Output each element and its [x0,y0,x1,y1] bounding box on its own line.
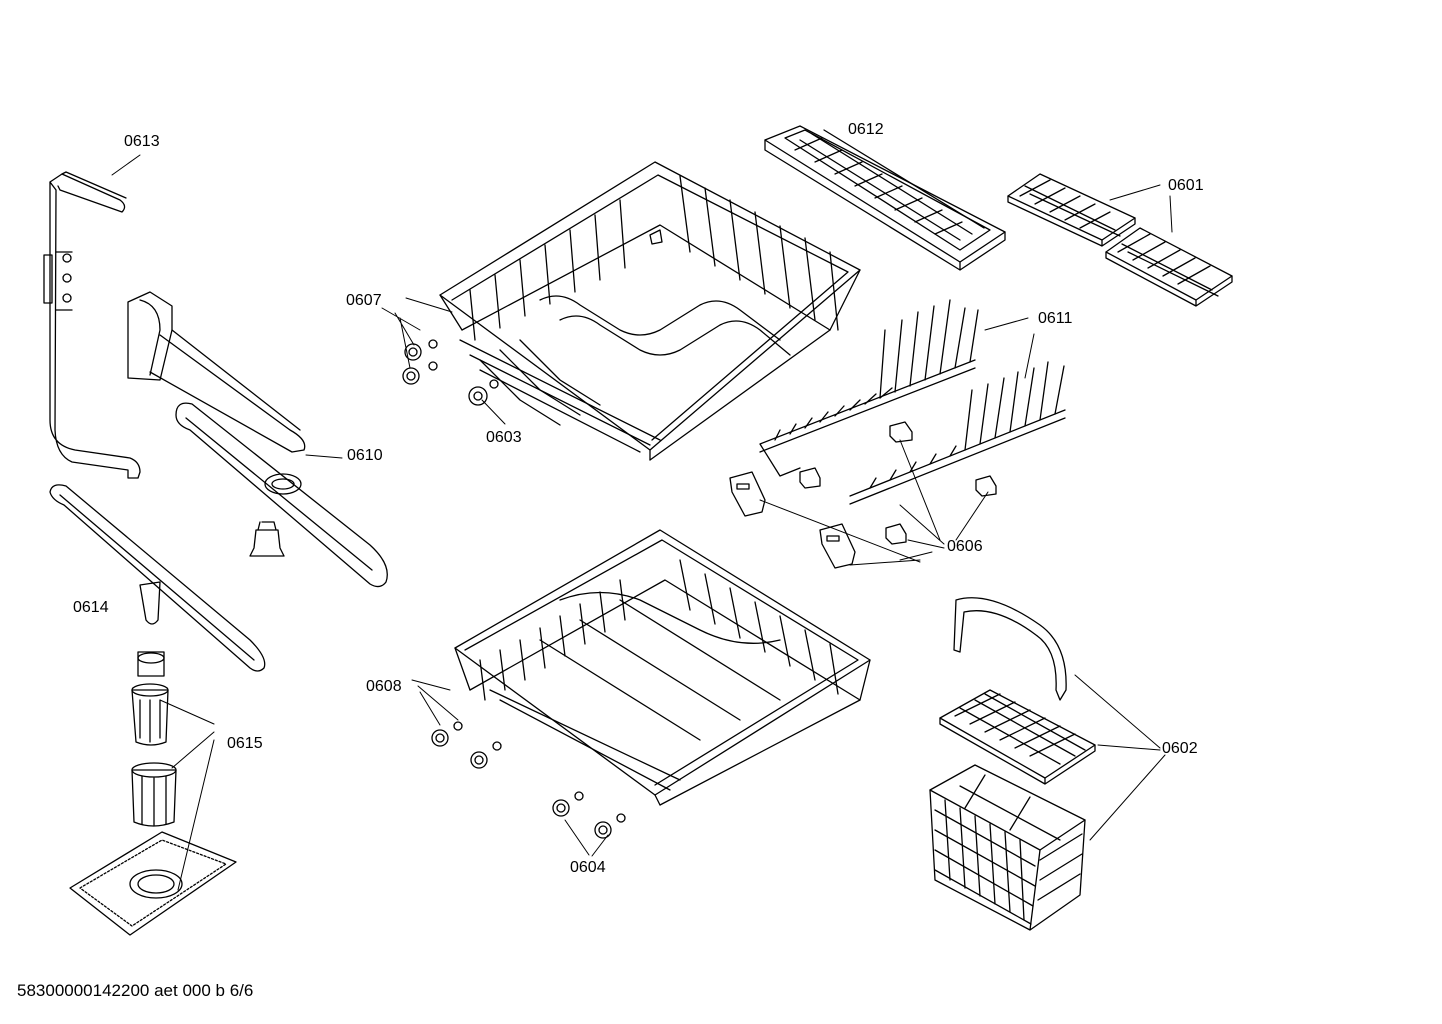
part-0614-lower-spray-arm [49,484,266,672]
part-0613-supply-pipe [43,171,141,479]
callout-0601: 0601 [1168,177,1204,194]
part-0611-folding-racks [729,299,1066,569]
callout-0612: 0612 [848,121,884,138]
callout-0608: 0608 [366,678,402,695]
callout-0602: 0602 [1162,740,1198,757]
part-0612-cutlery-tray [764,125,1006,271]
drawing-code: 58300000142200 aet 000 b 6/6 [17,981,254,1000]
callout-0604: 0604 [570,859,606,876]
part-upper-basket [402,161,861,461]
callout-0603: 0603 [486,429,522,446]
part-0601-inserts [1007,173,1233,307]
leader-lines [111,154,1173,891]
part-0615-filter-set [69,651,237,936]
part-0602-cutlery-basket [929,597,1096,931]
callout-0613: 0613 [124,133,160,150]
callout-0615: 0615 [227,735,263,752]
callout-0611: 0611 [1038,310,1073,327]
callout-0607: 0607 [346,292,382,309]
part-lower-basket [431,529,871,839]
part-0610-spray-arm [127,291,388,588]
callout-0610: 0610 [347,447,383,464]
callout-0606: 0606 [947,538,983,555]
callout-0614: 0614 [73,599,109,616]
callout-labels: 0613 0612 0601 0607 0611 0603 0610 0606 … [73,121,1204,876]
